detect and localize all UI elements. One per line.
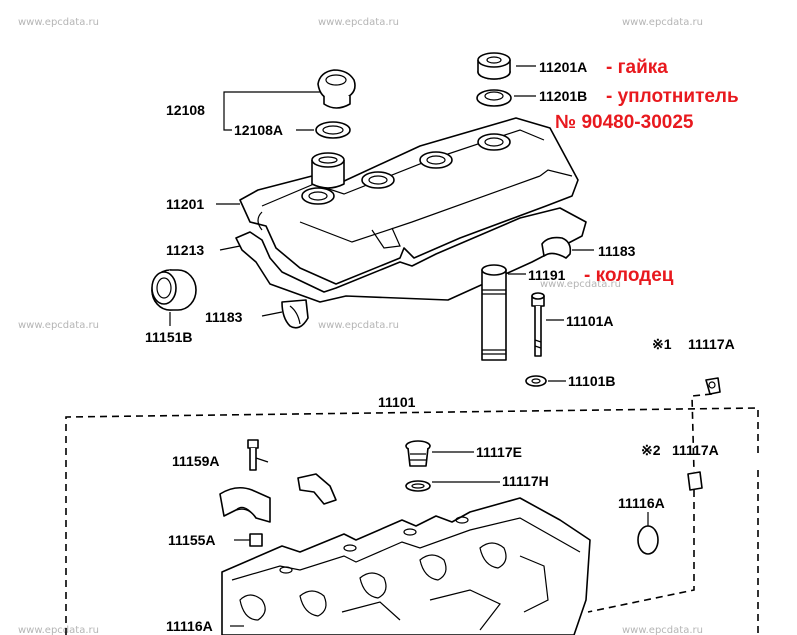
part-number-11117A-2[interactable]: 11117A: [672, 442, 719, 458]
washer-11101B-drawing: [525, 375, 547, 387]
gasket-12108A-drawing: [315, 121, 351, 139]
part-number-11213[interactable]: 11213: [166, 242, 204, 258]
bearing-cap-drawing: [219, 486, 271, 523]
part-number-11101A[interactable]: 11101A: [566, 313, 614, 329]
pin-11155A-drawing: [249, 533, 263, 547]
part-number-11117A-1[interactable]: 11117A: [688, 336, 735, 352]
watermark: www.epcdata.ru: [18, 625, 99, 635]
part-number-11201B[interactable]: 11201B: [539, 88, 587, 104]
watermark: www.epcdata.ru: [18, 320, 99, 331]
bolt-11101A-drawing: [531, 292, 545, 357]
mark-1: ※1: [652, 336, 672, 352]
plug-11116A-right-drawing: [637, 525, 659, 555]
nut-11201A-drawing: [477, 52, 511, 80]
plug-11117A-1-drawing: [705, 377, 721, 395]
mark-2: ※2: [641, 442, 661, 458]
bolt-11159A-drawing: [247, 439, 259, 471]
watermark: www.epcdata.ru: [318, 17, 399, 28]
plug-11117E-drawing: [405, 440, 431, 467]
oil-cap-12108-drawing: [317, 69, 356, 109]
plug-leader-dashed: [587, 393, 713, 613]
part-number-11183-right[interactable]: 11183: [598, 243, 636, 259]
watermark: www.epcdata.ru: [622, 625, 703, 635]
leader-lines: [169, 65, 649, 627]
annotation-well: - колодец: [584, 265, 674, 286]
watermark: www.epcdata.ru: [622, 17, 703, 28]
part-number-11101B[interactable]: 11101B: [568, 373, 616, 389]
part-number-11116A-bottom[interactable]: 11116A: [166, 618, 213, 634]
valve-cover-11201-drawing: [235, 117, 587, 303]
plug-11183-right-drawing: [541, 236, 572, 259]
plug-11183-left-drawing: [281, 299, 309, 329]
part-number-11117E[interactable]: 11117E: [476, 444, 522, 460]
annotation-seal: - уплотнитель: [606, 86, 739, 107]
gasket-11117H-drawing: [405, 480, 431, 492]
part-number-11201A[interactable]: 11201A: [539, 59, 587, 75]
watermark: www.epcdata.ru: [18, 17, 99, 28]
annotation-seal-number: № 90480-30025: [555, 112, 694, 133]
rocker-cap-drawing: [297, 473, 337, 505]
assembly-frame: [65, 407, 759, 635]
part-number-11155A[interactable]: 11155A: [168, 532, 216, 548]
plug-11117A-2-drawing: [687, 471, 703, 491]
seal-11201B-drawing: [476, 89, 512, 107]
part-number-12108A[interactable]: 12108A: [234, 122, 283, 138]
cylinder-head-11101-drawing: [221, 497, 591, 635]
watermark: www.epcdata.ru: [540, 279, 621, 290]
annotation-nut: - гайка: [606, 57, 668, 78]
tube-11191-drawing: [481, 264, 507, 361]
part-number-11191[interactable]: 11191: [528, 267, 566, 283]
part-number-11159A[interactable]: 11159A: [172, 453, 220, 469]
watermark: www.epcdata.ru: [318, 320, 399, 331]
part-number-11101[interactable]: 11101: [378, 394, 416, 410]
part-number-11151B[interactable]: 11151B: [145, 329, 193, 345]
part-number-11117H[interactable]: 11117H: [502, 473, 549, 489]
part-number-12108[interactable]: 12108: [166, 102, 205, 118]
part-number-11183-left[interactable]: 11183: [205, 309, 243, 325]
part-number-11201[interactable]: 11201: [166, 196, 204, 212]
oil-seal-11151B-drawing: [151, 269, 197, 311]
part-number-11116A-right[interactable]: 11116A: [618, 495, 665, 511]
